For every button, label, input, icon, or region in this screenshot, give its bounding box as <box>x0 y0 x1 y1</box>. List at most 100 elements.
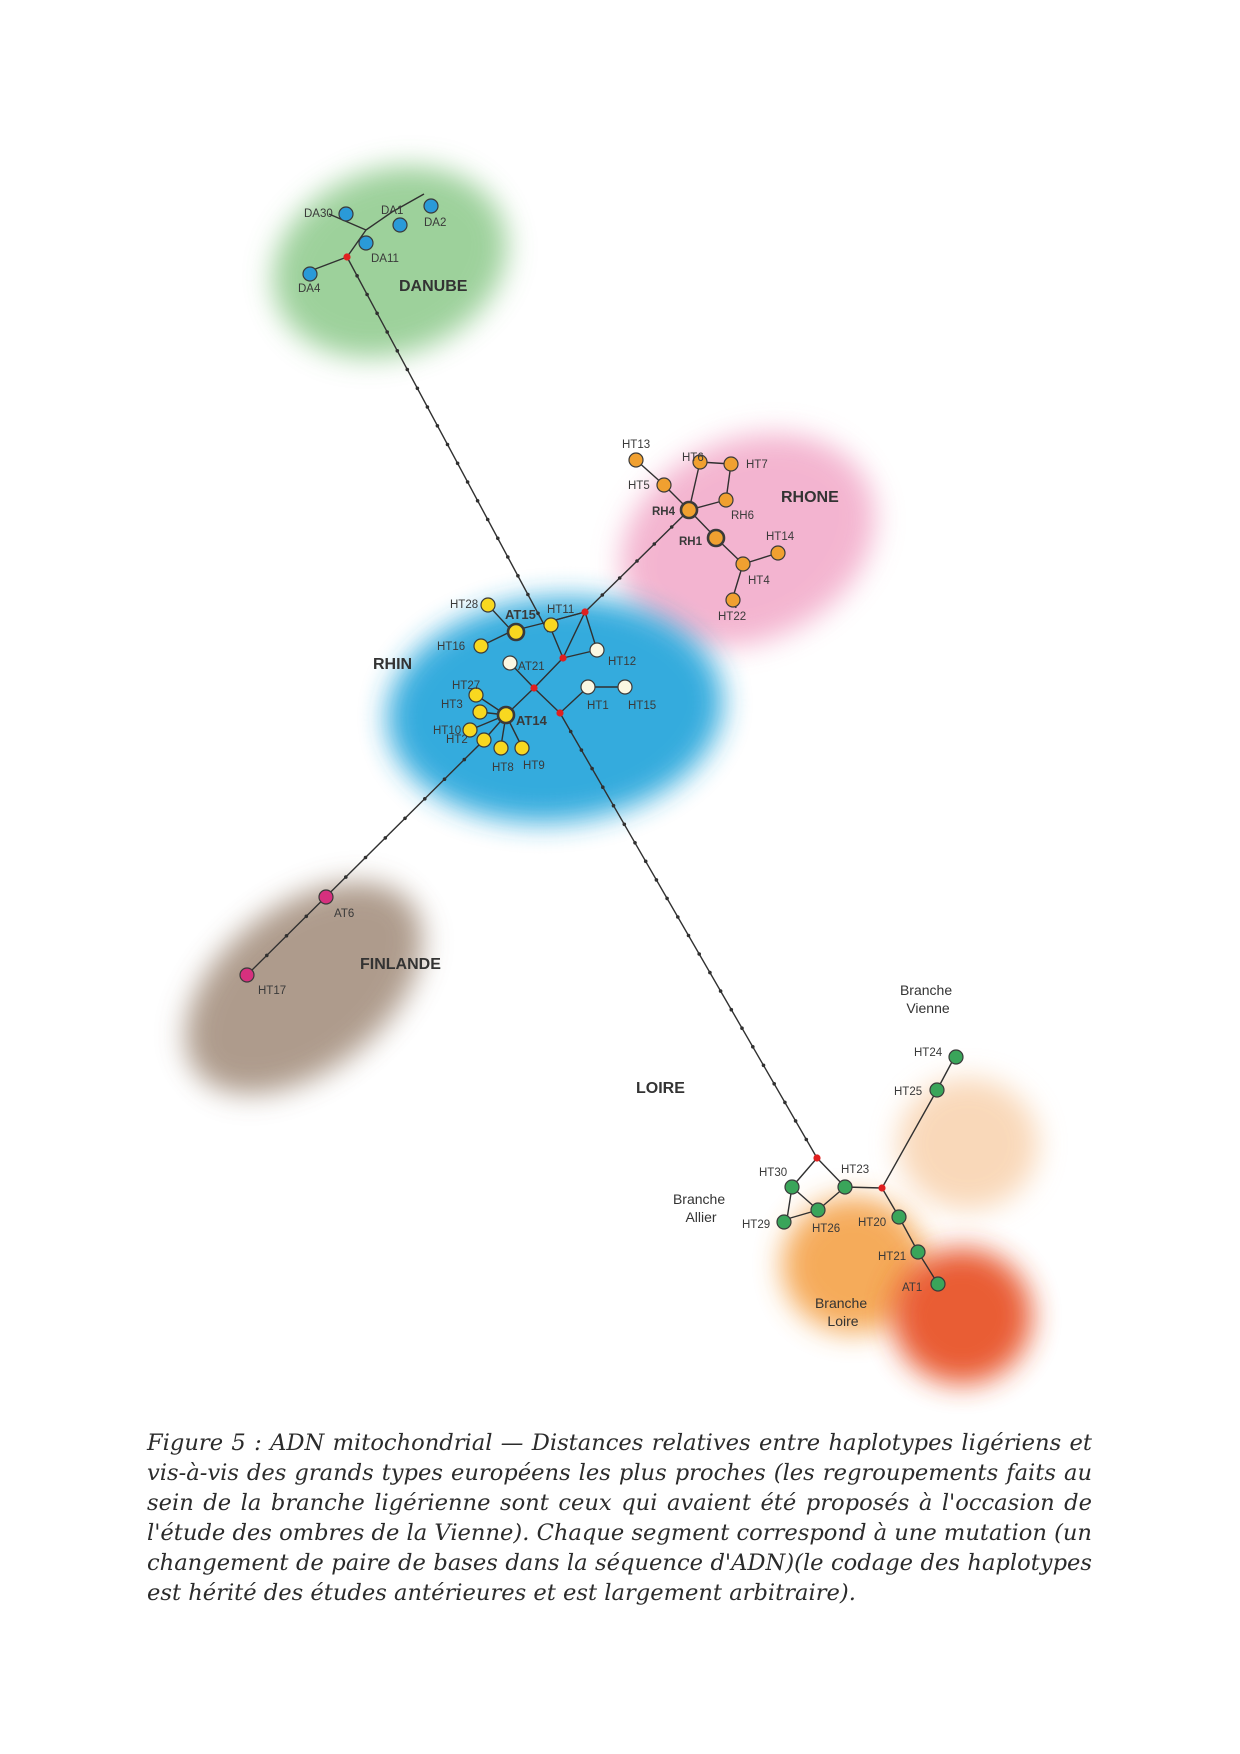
mutation-dot <box>718 989 723 993</box>
mutation-dot <box>568 729 573 734</box>
haplotype-label: HT1 <box>587 700 609 712</box>
mutation-dot <box>265 953 269 958</box>
mutation-dot <box>485 517 490 522</box>
median-vector <box>581 608 589 616</box>
haplotype-label: HT20 <box>858 1217 886 1229</box>
branch-label-line: Branche <box>815 1295 867 1311</box>
haplotype-label: AT14 <box>516 713 548 728</box>
mutation-dot <box>622 822 627 827</box>
haplotype-node-RH6 <box>718 492 734 508</box>
haplotype-label: DA1 <box>381 205 403 217</box>
haplotype-node-HT8 <box>493 740 509 756</box>
haplotype-label: HT15 <box>628 700 656 712</box>
haplotype-label: HT23 <box>841 1164 869 1176</box>
haplotype-label: DA11 <box>371 253 399 265</box>
mutation-dot <box>442 777 447 781</box>
haplotype-label: RH1 <box>679 536 703 548</box>
haplotype-node-HT27 <box>468 687 484 703</box>
mutation-dot <box>669 525 674 529</box>
mutation-dot <box>635 559 639 563</box>
haplotype-node-HT9 <box>514 740 530 756</box>
edge <box>391 193 425 213</box>
haplotype-label: HT16 <box>437 641 465 653</box>
haplotype-node-HT17 <box>239 967 255 983</box>
haplotype-node-HT2 <box>476 732 492 748</box>
haplotype-node-HT7 <box>723 456 739 472</box>
haplotype-node-HT13 <box>628 452 644 468</box>
haplotype-node-DA30 <box>338 206 354 222</box>
haplotype-node-HT11 <box>543 617 559 633</box>
mutation-dot <box>536 611 540 616</box>
haplotype-node-DA2 <box>423 198 439 214</box>
mutation-dot <box>395 349 400 353</box>
haplotype-node-HT15 <box>617 679 633 695</box>
mutation-dot <box>654 878 659 882</box>
mutation-dot <box>601 785 605 789</box>
haplotype-label: HT28 <box>450 599 478 611</box>
mutation-dot <box>697 952 701 956</box>
mutation-dot <box>676 915 680 919</box>
haplotype-node-HT16 <box>473 638 489 654</box>
haplotype-node-RH4 <box>679 500 699 520</box>
haplotype-node-HT30 <box>784 1179 800 1195</box>
haplotype-label: AT21 <box>518 661 545 673</box>
haplotype-node-HT28 <box>480 597 496 613</box>
rhone-cloud <box>621 433 875 647</box>
median-vectors <box>343 253 886 1192</box>
haplotype-node-HT24 <box>948 1049 964 1065</box>
mutation-dot <box>772 1082 776 1086</box>
haplotype-label: HT22 <box>718 611 746 623</box>
haplotype-node-RH1 <box>706 528 726 548</box>
group-label-danube: DANUBE <box>399 278 468 295</box>
haplotype-label: HT3 <box>441 699 463 711</box>
mutation-dot <box>793 1119 798 1123</box>
mutation-dot <box>304 914 309 919</box>
mutation-dot <box>665 896 669 901</box>
mutation-dot <box>405 367 410 372</box>
mutation-dot <box>617 576 622 580</box>
edge <box>562 611 586 659</box>
haplotype-node-AT6 <box>318 889 334 905</box>
edge <box>881 1089 938 1189</box>
mutation-dot <box>455 461 460 466</box>
haplotype-label: HT13 <box>622 439 650 451</box>
mutation-dot <box>375 311 379 316</box>
edge <box>533 687 561 714</box>
branch-label-line: Branche <box>900 982 952 998</box>
haplotype-node-HT23 <box>837 1179 853 1195</box>
haplotype-label: HT6 <box>682 452 704 464</box>
branch-labels: Branche Vienne Branche Allier Branche Lo… <box>673 982 956 1329</box>
haplotype-label: HT21 <box>878 1251 906 1263</box>
branch-label-vienne: Branche Vienne <box>900 982 956 1016</box>
branch-label-line: Allier <box>685 1209 716 1225</box>
haplotype-label: HT12 <box>608 656 636 668</box>
group-label-rhin: RHIN <box>373 656 412 673</box>
group-label-rhone: RHONE <box>781 489 839 506</box>
haplotype-label: HT4 <box>748 575 770 587</box>
haplotype-node-HT3 <box>472 704 488 720</box>
haplotype-label: HT30 <box>759 1167 787 1179</box>
haplotype-node-DA4 <box>302 266 318 282</box>
haplotype-label: DA30 <box>304 208 333 220</box>
haplotype-node-AT1 <box>930 1276 946 1292</box>
haplotype-label: HT27 <box>452 680 480 692</box>
mutation-dot <box>403 816 407 821</box>
haplotype-node-HT12 <box>589 642 605 658</box>
haplotype-node-DA11 <box>358 235 374 251</box>
mutation-dot <box>729 1007 734 1012</box>
haplotype-label: RH6 <box>731 510 754 522</box>
haplotype-node-HT29 <box>776 1214 792 1230</box>
mutation-dot <box>526 592 530 597</box>
mutation-dot <box>363 855 368 860</box>
edge <box>309 256 348 272</box>
haplotype-node-HT6 <box>692 454 708 470</box>
mutation-dot <box>633 841 637 845</box>
haplotype-label: HT7 <box>746 459 768 471</box>
haplotype-label: HT24 <box>914 1047 943 1059</box>
haplotype-node-HT25 <box>929 1082 945 1098</box>
haplotype-label: AT6 <box>334 908 354 920</box>
mutation-dot <box>462 757 467 762</box>
haplotype-label: HT8 <box>492 762 514 774</box>
mutation-dot <box>496 536 500 541</box>
